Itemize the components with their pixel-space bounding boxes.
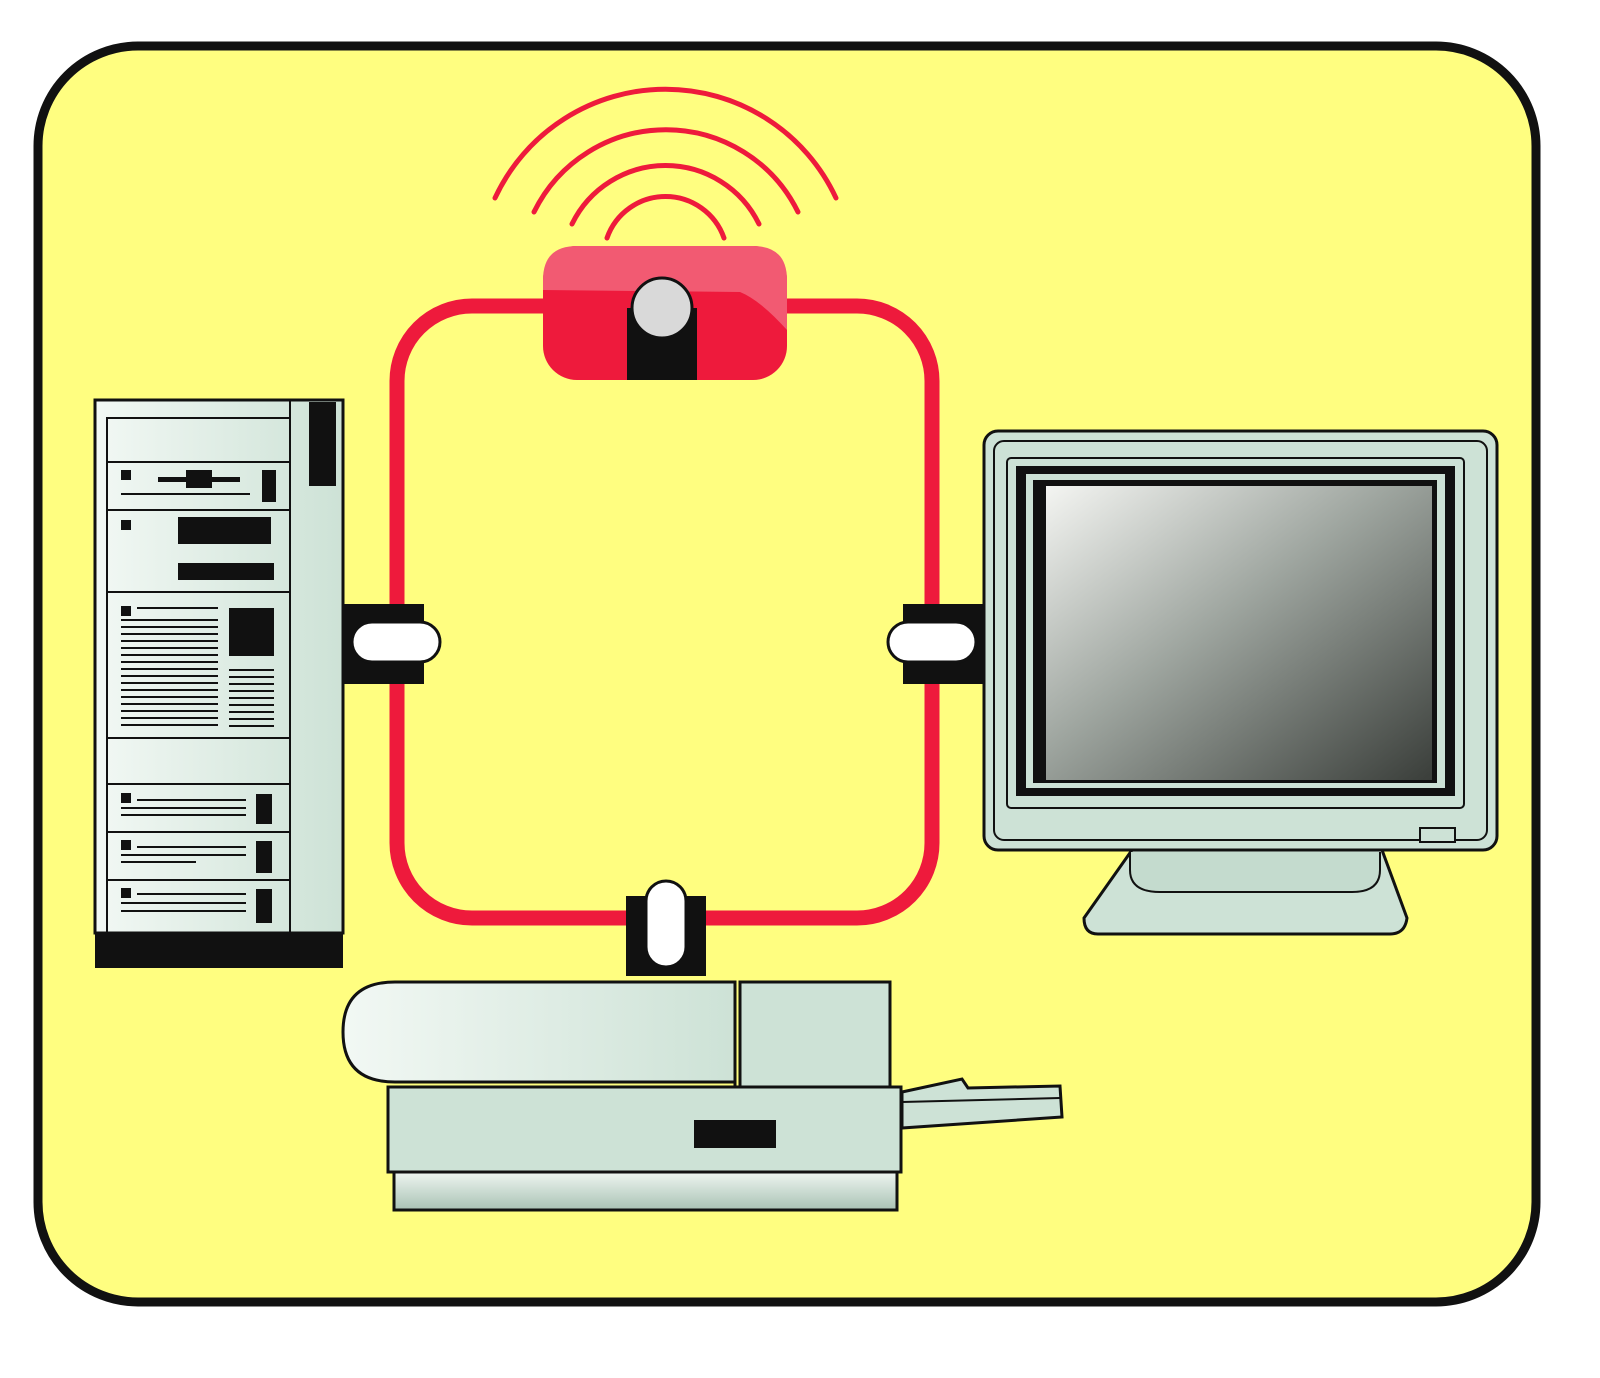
signal-wave-2 xyxy=(569,163,762,227)
signal-wave-4 xyxy=(492,86,839,201)
monitor-icon xyxy=(982,429,1499,936)
tower-computer-icon xyxy=(93,398,345,968)
connector-tower xyxy=(342,604,442,684)
wireless-router-icon xyxy=(543,246,787,380)
scanner-icon xyxy=(341,980,1064,1212)
signal-wave-1 xyxy=(604,194,727,241)
wifi-signal-icon xyxy=(492,86,839,241)
signal-wave-3 xyxy=(531,127,801,215)
connector-monitor xyxy=(886,604,983,684)
connector-scanner xyxy=(626,879,706,976)
